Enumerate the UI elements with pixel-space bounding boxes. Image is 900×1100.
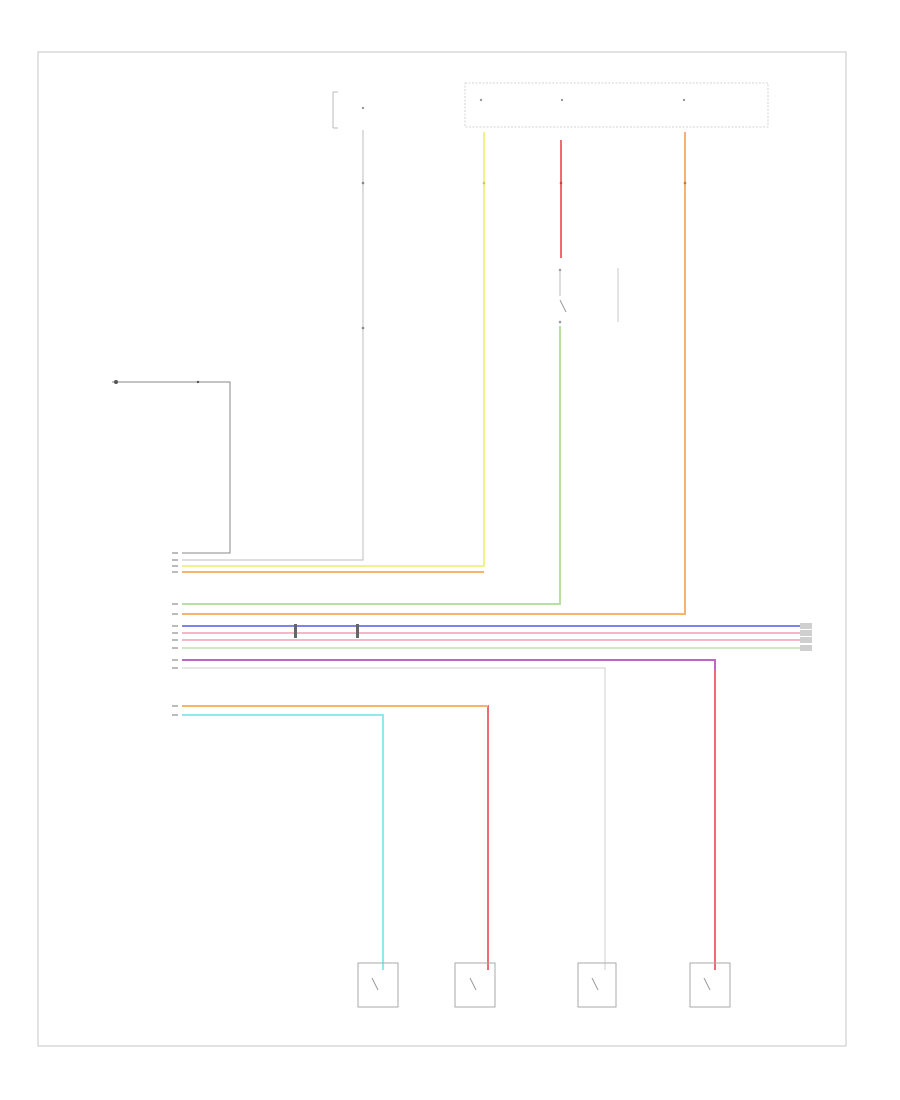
module-pin-ticks xyxy=(172,552,178,716)
lock-actuator-2 xyxy=(454,962,496,1008)
wire-orange-lock2 xyxy=(182,705,489,970)
wire-yellow xyxy=(182,132,486,567)
top-component-fuse-group xyxy=(464,82,769,128)
fuse-symbols xyxy=(361,98,686,110)
wire-red-top xyxy=(559,140,563,258)
top-component-fuse-a xyxy=(332,91,338,129)
bus-end-connectors xyxy=(800,623,812,651)
wire-orange-right xyxy=(182,132,687,615)
wire-left-module xyxy=(112,380,231,554)
security-switch xyxy=(558,268,619,324)
wire-cyan-lock1 xyxy=(182,714,384,970)
diagram-border xyxy=(37,51,847,1047)
bus-wires xyxy=(182,625,812,970)
lock-actuator-3 xyxy=(577,962,617,1008)
lock-actuator-1 xyxy=(357,962,399,1008)
bus-connector xyxy=(294,624,359,638)
lock-actuator-4 xyxy=(689,962,731,1008)
wire-gray-left xyxy=(182,130,365,561)
wire-green-security xyxy=(182,326,561,605)
